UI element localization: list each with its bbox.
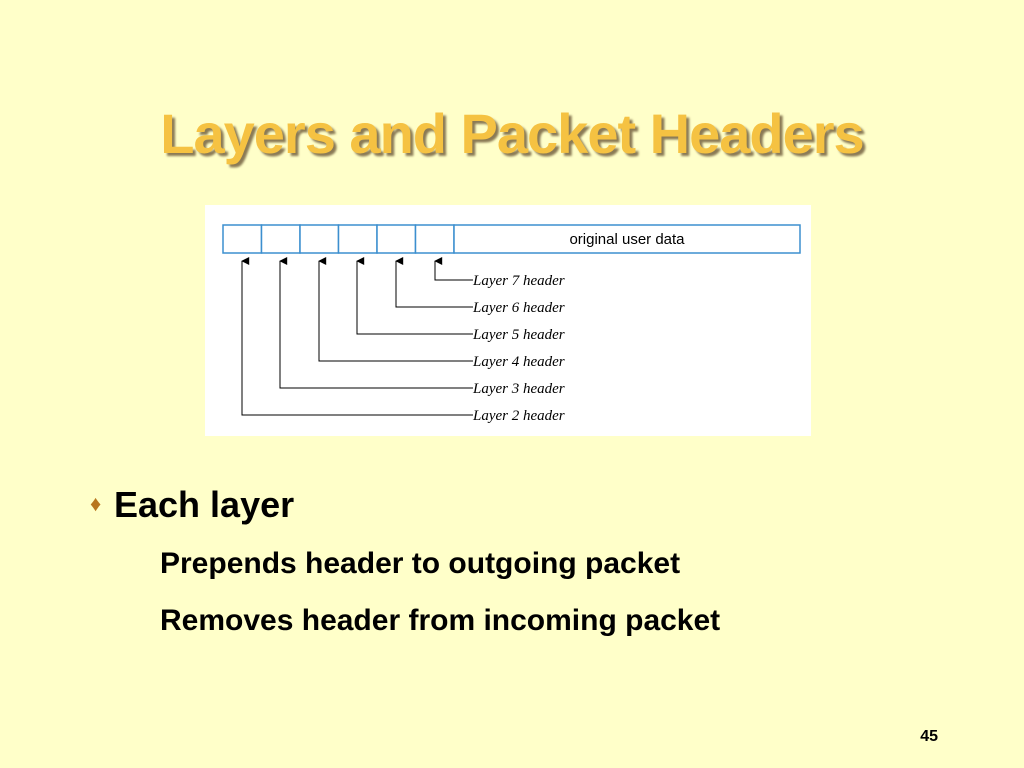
connector-layer-4 <box>318 257 473 362</box>
connector-layer-3 <box>279 257 473 389</box>
connector-layer-2 <box>241 257 473 416</box>
connector-layer-7 <box>434 257 473 281</box>
packet-row <box>222 224 801 254</box>
header-slot-layer-4 <box>299 224 340 254</box>
bullet-sub-removes: Removes header from incoming packet <box>160 604 721 637</box>
header-slot-layer-5 <box>337 224 378 254</box>
header-label-layer-3: Layer 3 header <box>472 381 565 397</box>
header-label-layer-2: Layer 2 header <box>472 408 565 424</box>
diamond-bullet-icon: ♦ <box>90 491 102 516</box>
header-label-layer-4: Layer 4 header <box>472 354 565 370</box>
header-label-layer-5: Layer 5 header <box>472 327 565 343</box>
connector-layer-5 <box>356 257 473 335</box>
user-data-label: original user data <box>569 231 685 248</box>
header-slot-layer-7 <box>414 224 455 254</box>
header-label-layer-7: Layer 7 header <box>472 273 565 289</box>
header-slot-layer-2 <box>222 224 263 254</box>
slide-title: Layers and Packet Headers <box>160 102 864 165</box>
connector-layer-6 <box>395 257 473 308</box>
packet-header-diagram: original user data Layer 7 header Layer … <box>205 205 811 436</box>
header-slot-layer-3 <box>260 224 301 254</box>
bullet-main: ♦ Each layer <box>90 482 990 526</box>
bullet-main-text: Each layer <box>114 484 295 525</box>
page-number: 45 <box>920 728 938 745</box>
header-slot-layer-6 <box>376 224 417 254</box>
bullet-list: ♦ Each layer Prepends header to outgoing … <box>90 482 990 641</box>
header-label-layer-6: Layer 6 header <box>472 300 565 316</box>
user-data-box <box>453 224 801 254</box>
bullet-sub-prepends: Prepends header to outgoing packet <box>160 547 681 580</box>
